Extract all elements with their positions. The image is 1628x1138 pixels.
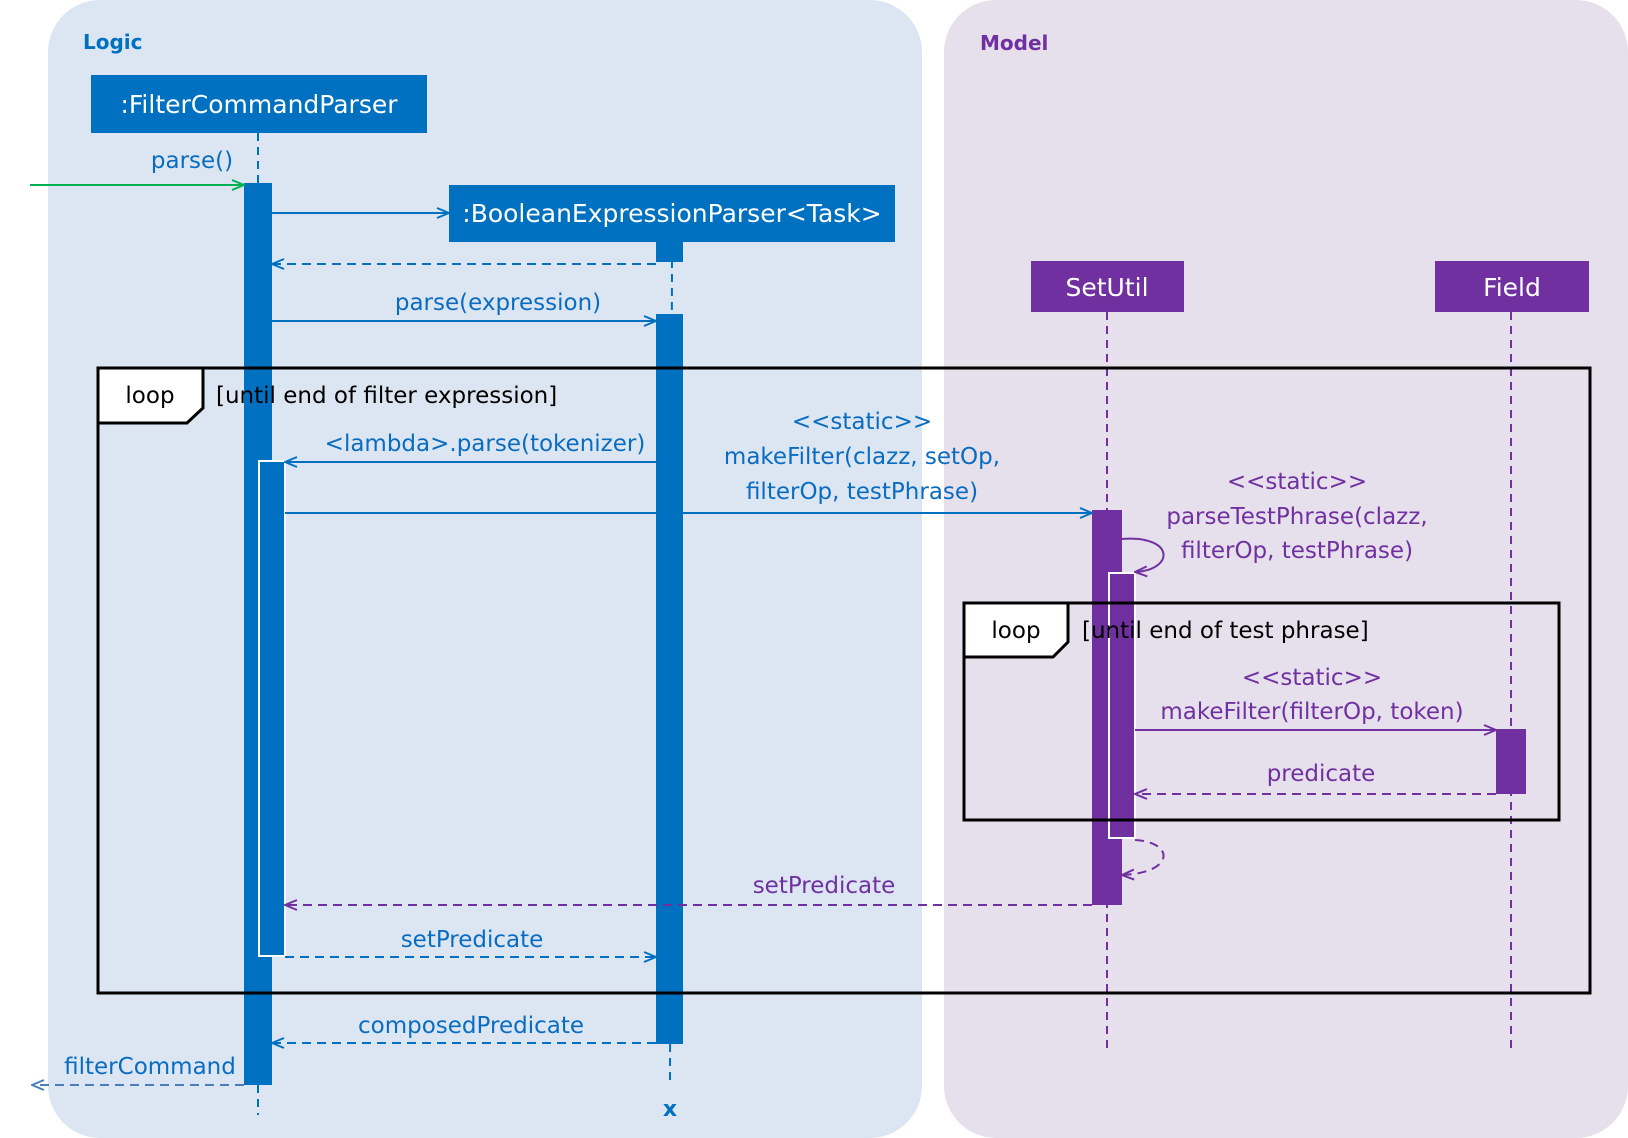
parse-test-phrase-self-arrow [1121,537,1165,572]
composed-predicate-label: composedPredicate [358,1013,584,1039]
set-util-nested-activation [1108,572,1136,839]
filter-command-label: filterCommand [64,1054,236,1080]
predicate-return-label: predicate [1267,761,1376,787]
outer-loop-guard: [until end of filter expression] [216,383,557,409]
boolean-expression-parser-creation-bar [656,242,683,262]
make-filter-label-line2: filterOp, testPhrase) [746,479,978,505]
lambda-parse-label: <lambda>.parse(tokenizer) [325,431,646,457]
field-label: Field [1483,273,1541,302]
inner-loop-frame [962,601,1561,822]
set-util-head [1031,261,1184,312]
make-filter-label-line1: makeFilter(clazz, setOp, [724,444,1000,470]
parse-test-phrase-label-line2: filterOp, testPhrase) [1181,538,1413,564]
parse-test-phrase-label-line1: parseTestPhrase(clazz, [1166,504,1427,530]
set-predicate-logic-label: setPredicate [401,927,544,953]
boolean-expression-parser-head [449,185,895,242]
destroy-mark: x [663,1097,677,1122]
parse-test-phrase-static-label: <<static>> [1227,469,1367,495]
parse-test-phrase-return-arrow [1122,839,1165,875]
outer-loop-frame [96,366,1592,995]
make-filter-static-label: <<static>> [792,409,932,435]
field-head [1435,261,1589,312]
filter-command-parser-head [91,75,427,133]
field-make-filter-static-label: <<static>> [1242,665,1382,691]
outer-loop-tab [96,366,205,425]
filter-command-parser-nested-activation [258,460,286,957]
parse-expression-label: parse(expression) [395,290,601,316]
boolean-expression-parser-activation [656,314,683,1044]
inner-loop-tab [962,601,1070,659]
field-make-filter-label: makeFilter(filterOp, token) [1160,699,1463,725]
model-group-label: Model [980,31,1048,55]
inner-loop-guard: [until end of test phrase] [1082,618,1369,644]
filter-command-parser-label: :FilterCommandParser [120,90,398,119]
boolean-expression-parser-label: :BooleanExpressionParser<Task> [462,199,881,228]
field-activation [1496,729,1526,794]
inner-loop-keyword: loop [991,618,1040,644]
set-predicate-model-label: setPredicate [753,873,896,899]
logic-group-label: Logic [83,30,143,54]
outer-loop-keyword: loop [125,383,174,409]
parse-call-label: parse() [151,148,233,174]
model-group-box [944,0,1628,1138]
set-util-label: SetUtil [1065,273,1148,302]
